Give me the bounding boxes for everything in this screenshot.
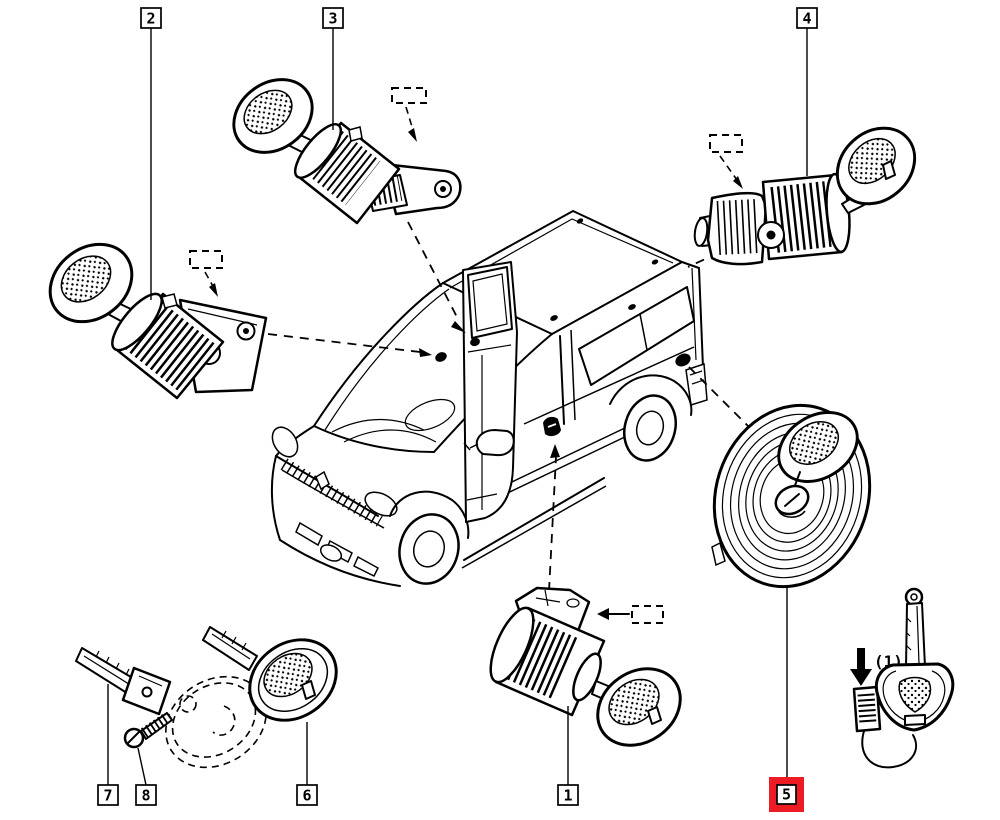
arrowhead — [419, 348, 432, 357]
callout-8-label: 8 — [141, 787, 150, 805]
part-sliding-door-lock — [489, 586, 682, 747]
roof-marker-dot — [651, 259, 659, 265]
cantrail-marker-dot — [550, 315, 558, 321]
brand-logo — [315, 470, 330, 491]
callout-6[interactable]: 6 — [296, 722, 318, 806]
cantrail-marker-dot — [628, 304, 636, 310]
callout-7[interactable]: 7 — [97, 684, 119, 806]
open-front-door — [462, 261, 518, 523]
callout-8[interactable]: 8 — [135, 747, 157, 806]
retaining-clip-symbol — [189, 250, 223, 297]
part-tailgate-handle — [711, 403, 872, 589]
arrowhead — [550, 444, 560, 458]
callout-2-label: 2 — [146, 10, 155, 28]
arrowhead — [451, 321, 466, 333]
callout-3-label: 3 — [328, 10, 337, 28]
door-lock-position-dot — [470, 337, 480, 347]
tag-cord — [861, 730, 918, 769]
part-key — [202, 626, 338, 722]
arrowhead — [408, 128, 417, 142]
callout-1[interactable]: 1 — [557, 706, 579, 806]
part-rear-door-lock — [693, 126, 917, 266]
indicator-lamp — [364, 491, 398, 517]
part-key-blade — [75, 647, 172, 716]
part-ignition-steering-lock — [48, 242, 268, 400]
pointer-line-sliding-door — [548, 456, 557, 592]
front-wheel — [398, 513, 460, 585]
door-mirror — [463, 429, 515, 457]
callout-6-label: 6 — [302, 787, 311, 805]
retaining-clip-symbol — [709, 134, 743, 189]
callout-2[interactable]: 2 — [140, 7, 162, 300]
arrowhead — [597, 608, 609, 620]
callout-5-selected[interactable]: 5 — [769, 588, 804, 812]
retaining-clip-symbols — [189, 87, 743, 624]
rear-wheel — [623, 394, 677, 462]
part-front-door-lock — [232, 78, 462, 225]
roof-marker-dot — [576, 218, 584, 224]
pointer-line-front-door — [407, 221, 460, 322]
ignition-lock-position-dot — [435, 352, 447, 362]
callout-7-label: 7 — [103, 787, 112, 805]
steering-wheel — [404, 398, 456, 432]
pointer-line-ignition — [267, 333, 421, 353]
rear-quarter-lock-dot — [675, 353, 691, 367]
callout-3[interactable]: 3 — [322, 7, 344, 130]
callout-4-label: 4 — [802, 10, 811, 28]
pointer-line-tailgate — [688, 366, 749, 427]
down-arrow-icon — [850, 648, 872, 686]
fog-lamp — [319, 544, 343, 562]
arrowhead — [209, 283, 218, 297]
part-key-with-code-tag: (1) — [850, 587, 955, 769]
retaining-clip-symbol — [597, 605, 664, 624]
callout-4[interactable]: 4 — [796, 7, 818, 176]
callout-5-label: 5 — [782, 786, 791, 804]
arrowhead — [733, 176, 743, 189]
callout-1-label: 1 — [563, 787, 572, 805]
retaining-clip-symbol — [391, 87, 427, 142]
headlight — [271, 426, 299, 458]
van-illustration — [270, 210, 708, 587]
